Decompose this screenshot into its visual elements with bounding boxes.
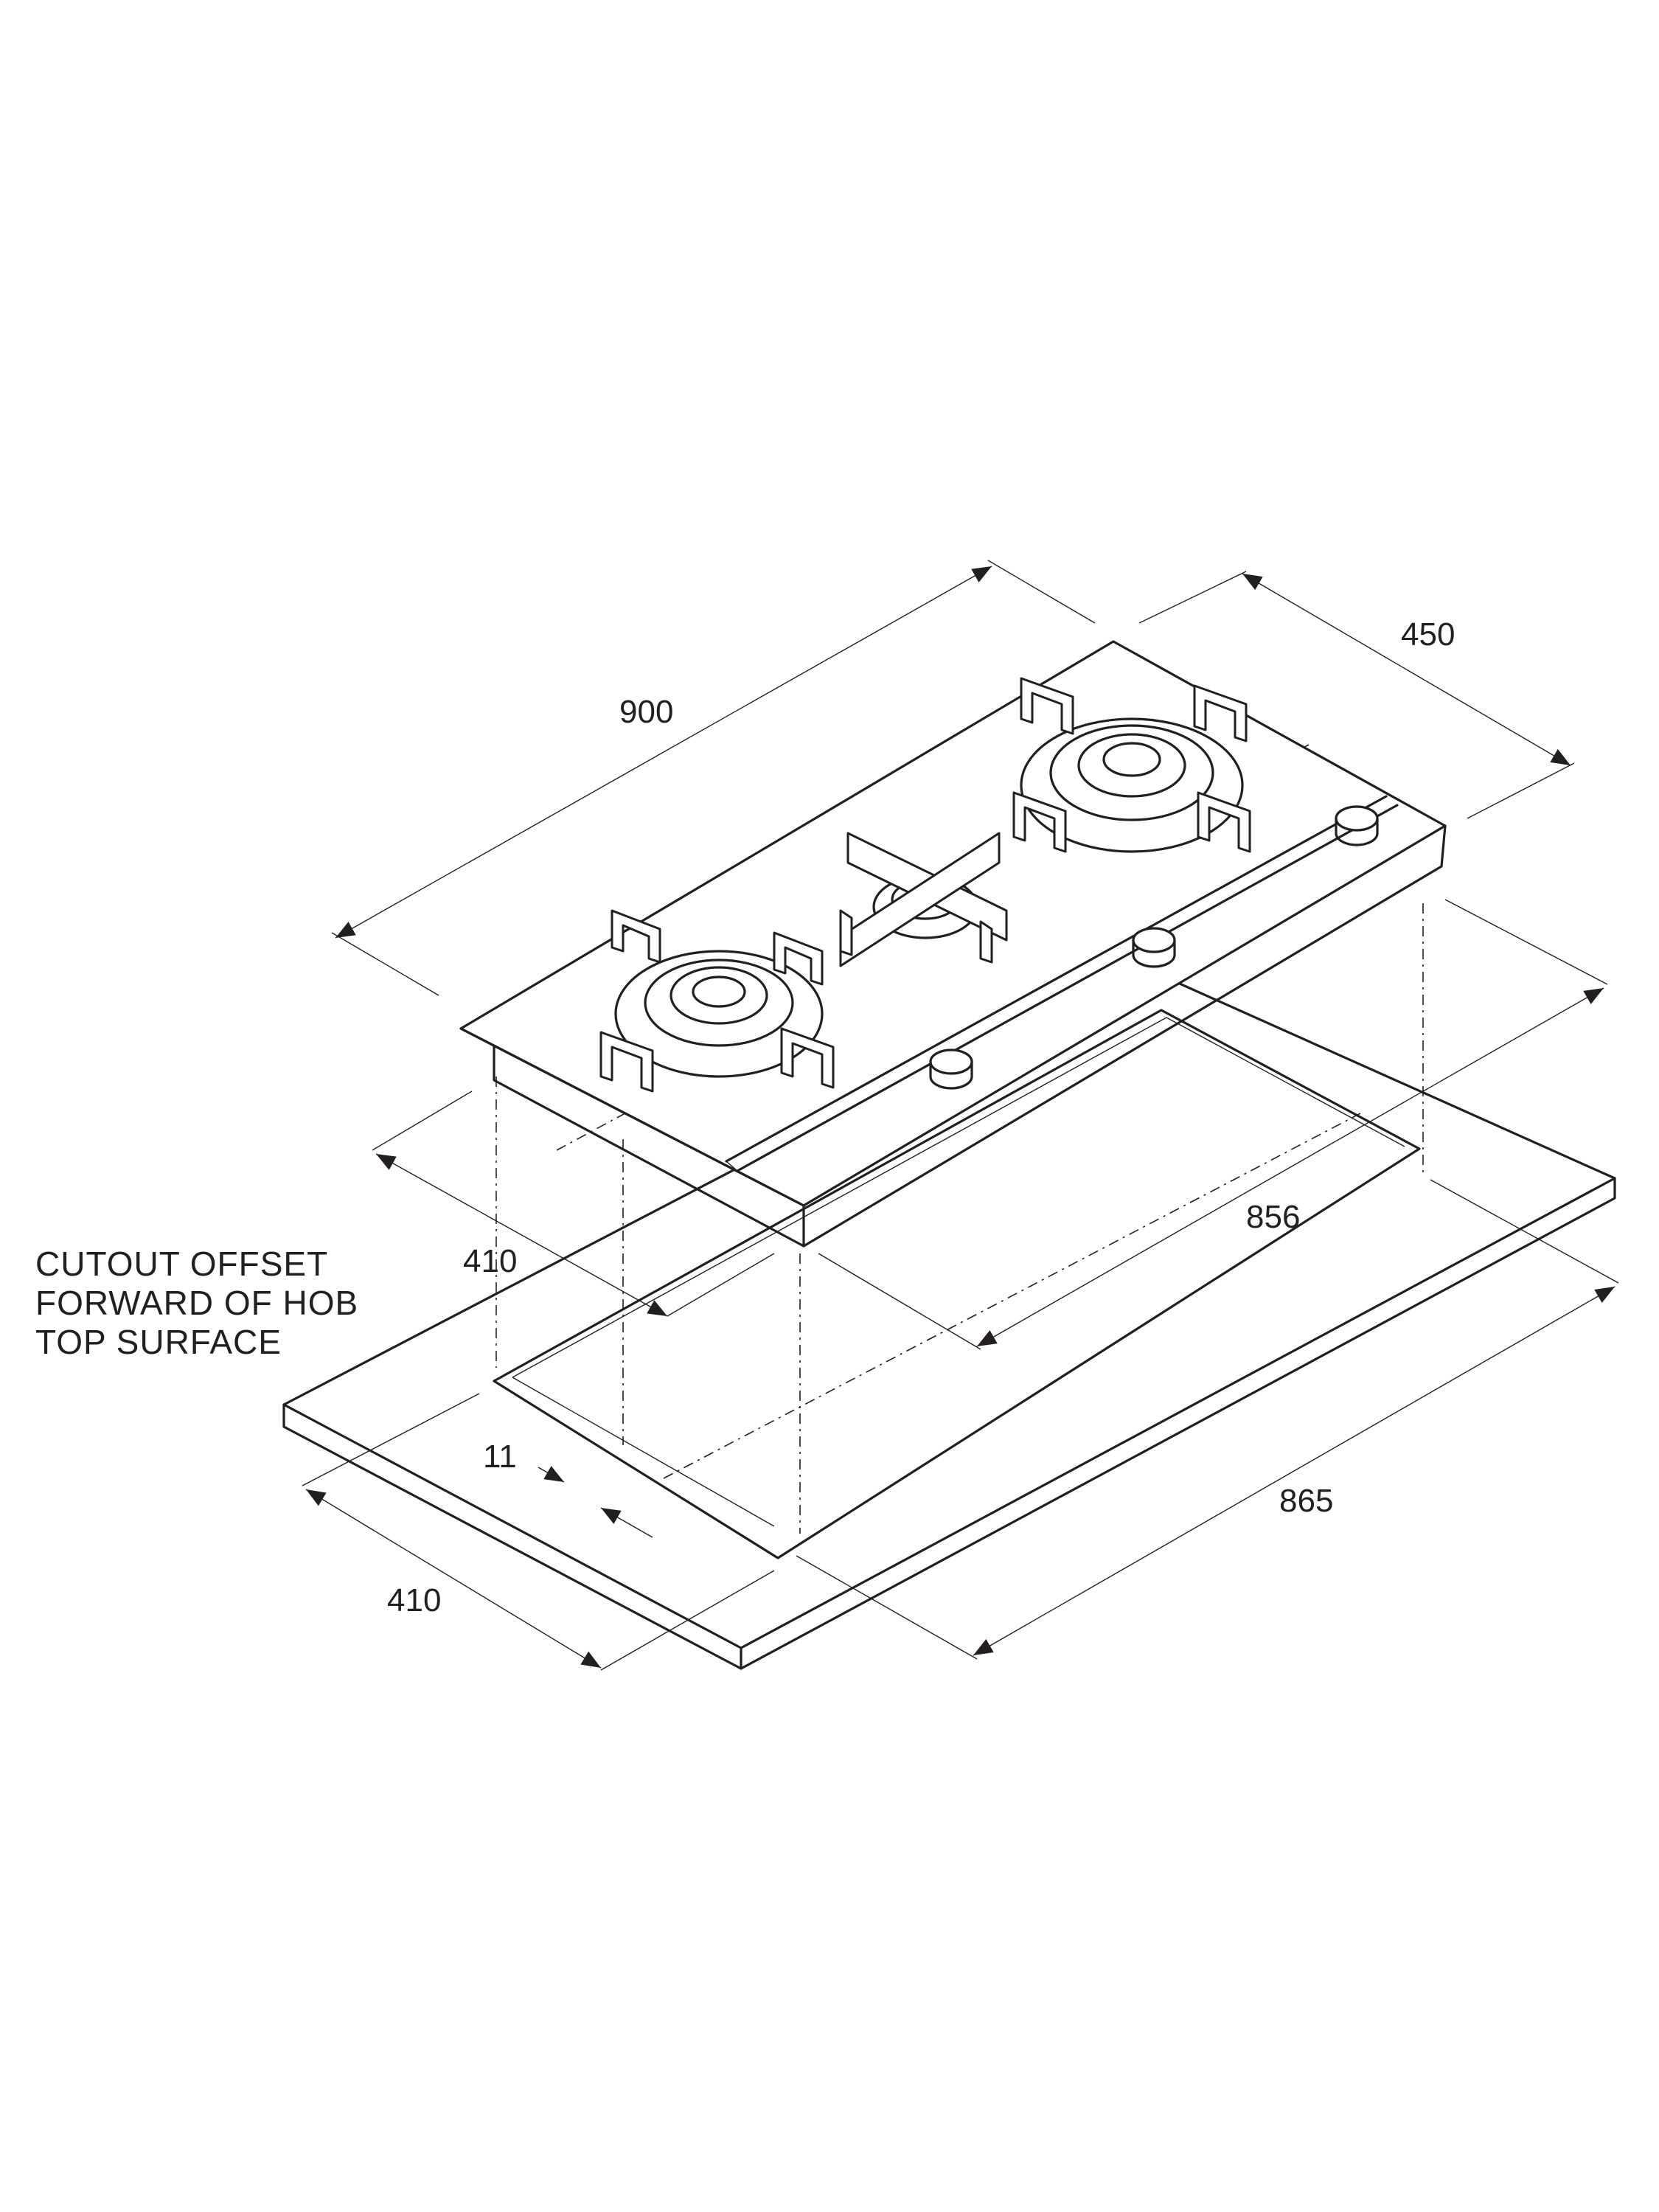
control-knob-left: [929, 1048, 973, 1090]
dimension-label-856: 856: [1246, 1199, 1300, 1235]
note-line-3: TOP SURFACE: [35, 1323, 282, 1361]
dimension-label-900: 900: [619, 694, 673, 730]
burner-left: [614, 950, 824, 1078]
dimension-label-410-upper: 410: [463, 1243, 517, 1279]
control-knob-right: [1335, 805, 1379, 846]
note-line-2: FORWARD OF HOB: [35, 1284, 358, 1322]
note-line-1: CUTOUT OFFSET: [35, 1245, 328, 1283]
dimension-label-11: 11: [483, 1439, 517, 1475]
burner-right: [1020, 717, 1244, 853]
cutout-offset-note: CUTOUT OFFSET FORWARD OF HOB TOP SURFACE: [35, 1245, 358, 1361]
dimension-label-865: 865: [1279, 1483, 1333, 1519]
dimension-label-450: 450: [1401, 616, 1455, 653]
dimension-lines: [302, 560, 1619, 1671]
control-knob-middle: [1132, 927, 1176, 968]
grate-right: [1012, 677, 1251, 853]
dimension-label-410-lower: 410: [387, 1582, 441, 1618]
